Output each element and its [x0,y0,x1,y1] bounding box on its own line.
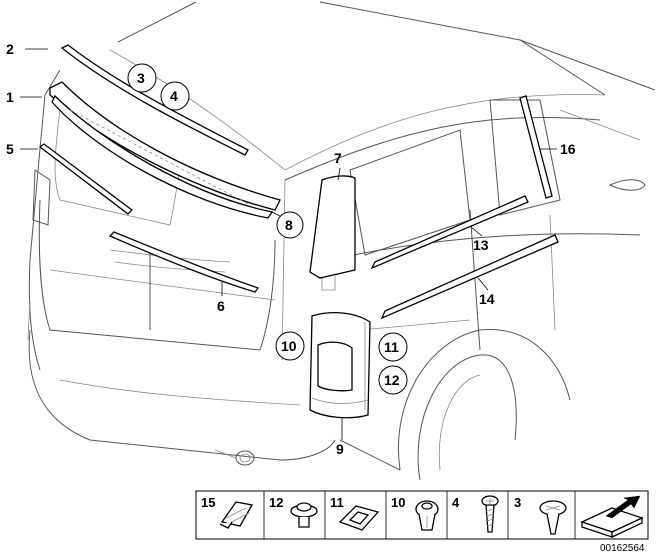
diagram-id: 00162564 [600,543,645,552]
part-7-pillar-trim [309,175,356,279]
car-body-outline [27,1,656,481]
legend-label-12: 12 [269,495,283,510]
callout-10: 10 [281,338,297,354]
callout-11-circle [378,332,408,362]
callout-1: 1 [6,89,14,105]
part-9-tail-light [309,311,371,419]
callout-7: 7 [334,150,342,166]
callout-3-circle [127,63,157,93]
callout-8-circle [276,211,304,239]
callout-4: 4 [170,88,178,104]
clip-strip-icon [219,501,254,529]
parts-list-arrow-icon[interactable] [580,495,644,539]
callout-5: 5 [6,141,14,157]
legend-label-15: 15 [201,495,215,510]
part-2-roof-seal [60,44,249,156]
callout-14: 14 [479,291,495,307]
screw-icon [481,495,499,533]
callout-16: 16 [560,141,576,157]
callout-12-circle [378,365,408,395]
legend-label-10: 10 [391,495,405,510]
fastener-legend: 15 12 11 10 4 [195,490,649,540]
part-1-spoiler [49,81,281,219]
part-6-handle-trim [108,231,260,293]
push-nut-icon [290,502,318,528]
legend-label-11: 11 [330,495,344,510]
parts [38,44,559,419]
callout-8: 8 [285,217,293,233]
leader-lines [20,48,557,440]
callout-9: 9 [336,441,344,457]
push-rivet-icon [539,500,567,535]
part-16-pillar-strip [519,95,553,199]
part-5-window-trim [38,143,133,215]
callout-12: 12 [384,372,400,388]
legend-label-3: 3 [514,495,521,510]
callout-4-circle [160,81,190,111]
callout-13: 13 [473,237,489,253]
part-13-side-strip [370,195,529,270]
callout-3: 3 [137,70,145,86]
callout-6: 6 [217,298,225,314]
expanding-rivet-icon [415,500,439,531]
legend-label-4: 4 [452,495,460,510]
part-14-side-strip [380,234,559,320]
callout-2: 2 [6,41,14,57]
callouts: 2 1 5 3 4 6 7 8 9 10 11 12 13 14 16 [6,41,576,457]
callout-10-circle [275,331,305,361]
callout-11: 11 [384,339,399,355]
spring-clip-icon [338,505,380,531]
